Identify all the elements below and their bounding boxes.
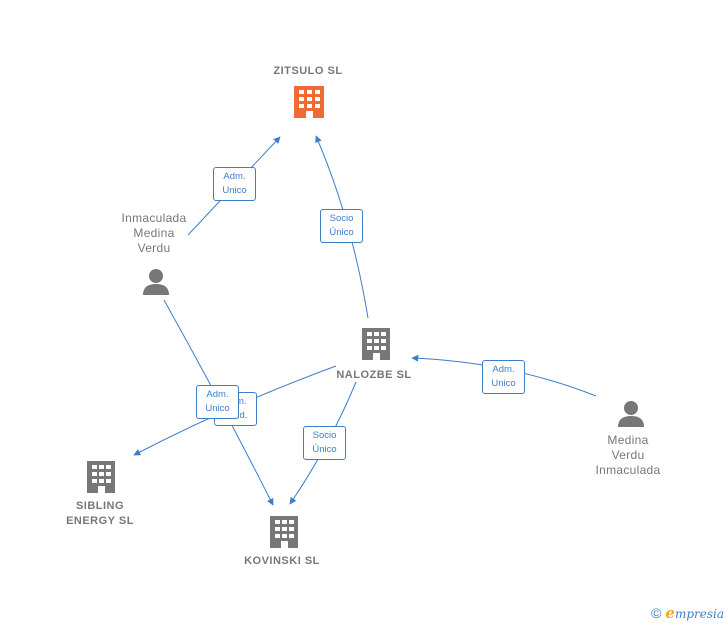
edge-label-nalozbe-zitsulo: Socio Único [320, 209, 363, 243]
node-label-inmaculada[interactable]: Inmaculada Medina Verdu [121, 211, 187, 255]
person-icon-medina[interactable] [618, 401, 644, 427]
edge-label-nalozbe-kovinski: Socio Único [303, 426, 346, 460]
node-label-sibling[interactable]: SIBLING ENERGY SL [66, 500, 134, 527]
building-icon-nalozbe[interactable] [362, 328, 390, 360]
edge-label-inmaculada-kovinski: Adm. Unico [196, 385, 239, 419]
brand-rest: mpresia [674, 607, 724, 621]
building-icon-sibling[interactable] [87, 461, 115, 493]
node-label-kovinski[interactable]: KOVINSKI SL [244, 555, 320, 567]
empresia-logo: ©empresia [651, 604, 724, 622]
node-label-nalozbe[interactable]: NALOZBE SL [336, 369, 412, 381]
building-icon-kovinski[interactable] [270, 516, 298, 548]
edge-label-medina-nalozbe: Adm. Unico [482, 360, 525, 394]
node-label-medina[interactable]: Medina Verdu Inmaculada [595, 433, 661, 477]
edge-label-inmaculada-zitsulo: Adm. Unico [213, 167, 256, 201]
copyright-icon: © [651, 605, 662, 621]
building-icon-zitsulo[interactable] [294, 86, 324, 118]
brand-e: e [665, 604, 675, 622]
node-label-zitsulo[interactable]: ZITSULO SL [273, 65, 343, 77]
person-icon-inmaculada[interactable] [143, 269, 169, 295]
